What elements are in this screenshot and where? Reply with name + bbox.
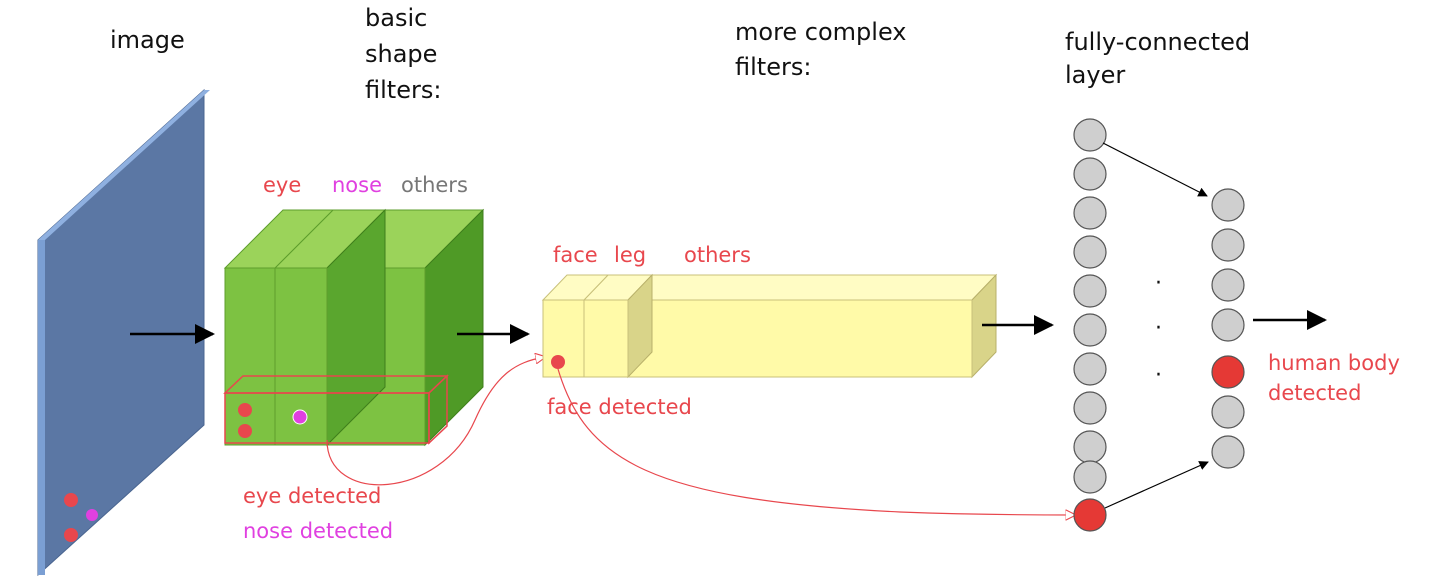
label-face: face xyxy=(553,243,598,267)
ellipsis-dot: · xyxy=(1155,271,1162,296)
fc-node xyxy=(1073,157,1107,191)
output-node xyxy=(1211,228,1245,262)
fc-connection-arrow xyxy=(1104,461,1209,509)
face-activation-dot xyxy=(551,355,565,369)
filter-eye-front xyxy=(224,267,276,446)
label-others: others xyxy=(401,173,468,197)
fc-node xyxy=(1073,118,1107,152)
heading-complex-line1: more complex xyxy=(735,18,907,46)
label-nose: nose xyxy=(332,173,382,197)
connection-eye-to-face xyxy=(326,357,545,486)
image-eye-dot xyxy=(64,528,78,542)
label-complex-others: others xyxy=(684,243,751,267)
output-node xyxy=(1211,395,1245,429)
fc-node-active xyxy=(1073,498,1107,532)
label-human-detected: detected xyxy=(1268,381,1361,405)
output-node xyxy=(1211,188,1245,222)
eye-activation-dot xyxy=(238,403,252,417)
image-nose-dot xyxy=(86,509,98,521)
heading-basic-line1: basic xyxy=(365,4,427,32)
heading-image: image xyxy=(110,26,185,54)
connection-face-to-fc xyxy=(557,368,1075,515)
ellipsis-dot: · xyxy=(1155,316,1162,341)
output-node xyxy=(1211,308,1245,342)
heading-complex-line2: filters: xyxy=(735,53,811,81)
filter-complex-others-front xyxy=(627,299,973,378)
input-image-panel xyxy=(37,88,210,577)
fc-node xyxy=(1073,391,1107,425)
label-nose-detected: nose detected xyxy=(243,519,393,543)
image-face xyxy=(37,88,205,577)
label-human-body: human body xyxy=(1268,351,1400,375)
heading-fc-line1: fully-connected xyxy=(1065,28,1250,56)
image-eye-dot xyxy=(64,493,78,507)
basic-filters-block xyxy=(223,208,485,447)
fc-node xyxy=(1073,196,1107,230)
fc-node xyxy=(1073,313,1107,347)
label-eye-detected: eye detected xyxy=(243,484,381,508)
heading-basic-line3: filters: xyxy=(365,76,441,104)
eye-activation-dot xyxy=(238,424,252,438)
filter-complex-others-top xyxy=(626,274,998,301)
fc-node xyxy=(1073,274,1107,308)
label-face-detected: face detected xyxy=(547,395,692,419)
filter-leg-front xyxy=(583,299,629,378)
image-top-edge xyxy=(38,90,210,240)
filter-face-front xyxy=(542,299,585,378)
fc-node xyxy=(1073,460,1107,494)
output-node xyxy=(1211,268,1245,302)
ellipsis-dot: · xyxy=(1155,363,1162,388)
output-node xyxy=(1211,435,1245,469)
label-leg: leg xyxy=(614,243,646,267)
label-eye: eye xyxy=(263,173,301,197)
fc-node xyxy=(1073,430,1107,464)
complex-filters-block xyxy=(541,273,998,379)
heading-fc-line2: layer xyxy=(1065,61,1125,89)
fc-node xyxy=(1073,352,1107,386)
image-edge xyxy=(38,240,45,575)
fc-node xyxy=(1073,235,1107,269)
fc-connection-arrow xyxy=(1102,142,1208,197)
nose-activation-dot xyxy=(292,409,308,425)
fc-layer-column1 xyxy=(1073,118,1107,532)
fc-layer-column2 xyxy=(1211,188,1245,469)
output-node-active xyxy=(1211,355,1245,389)
heading-basic-line2: shape xyxy=(365,40,437,68)
